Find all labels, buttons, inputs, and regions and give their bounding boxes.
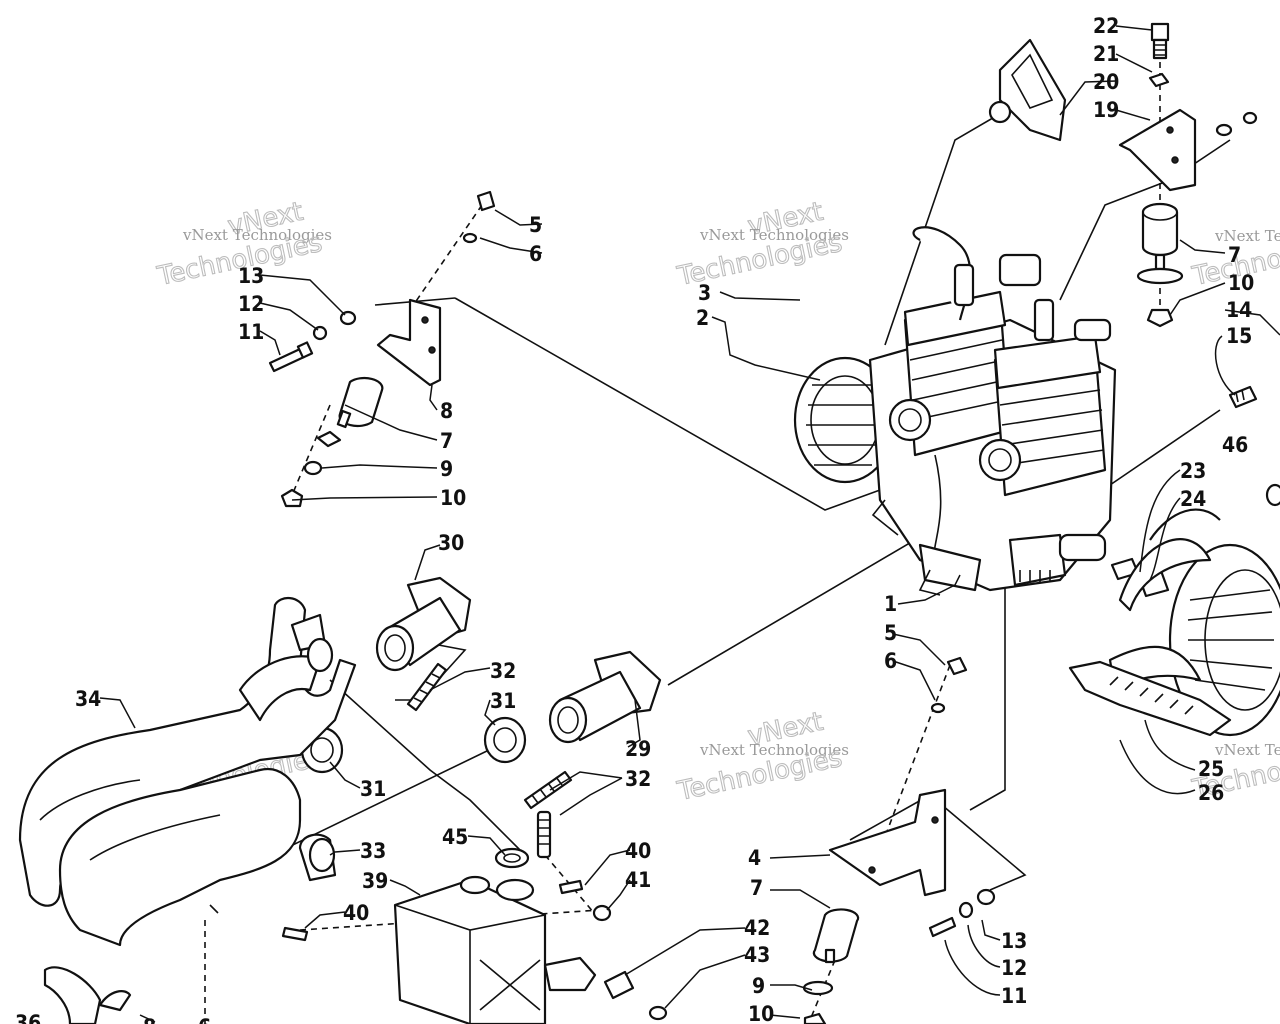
engine-assembly xyxy=(793,226,1117,596)
callout-8: 8 xyxy=(143,1015,156,1024)
bottom-left-parts xyxy=(43,966,132,1024)
callout-33: 33 xyxy=(360,839,386,863)
callout-30: 30 xyxy=(438,531,464,555)
callout-21: 21 xyxy=(1093,42,1119,66)
callout-7: 7 xyxy=(440,429,453,453)
callout-24: 24 xyxy=(1180,487,1206,511)
watermark-small-text: vNext Technologies xyxy=(182,226,332,244)
callout-36: 36 xyxy=(15,1011,41,1024)
callout-6: 6 xyxy=(198,1015,211,1024)
callout-10: 10 xyxy=(748,1002,774,1024)
callout-10: 10 xyxy=(1228,271,1254,295)
callout-43: 43 xyxy=(744,943,770,967)
expansion-chamber xyxy=(18,597,357,947)
callout-26: 26 xyxy=(1198,781,1224,805)
callout-22: 22 xyxy=(1093,14,1119,38)
callout-14: 14 xyxy=(1226,298,1252,322)
callout-12: 12 xyxy=(238,292,264,316)
callout-41: 41 xyxy=(625,868,651,892)
watermark-small-text: vNext Technologies xyxy=(699,226,849,244)
callout-7: 7 xyxy=(750,876,763,900)
callout-19: 19 xyxy=(1093,98,1119,122)
callout-32: 32 xyxy=(625,767,651,791)
callout-23: 23 xyxy=(1180,459,1206,483)
leader-lines xyxy=(99,25,1280,1023)
watermark-small-text: vNext Technologies xyxy=(699,741,849,759)
callout-1: 1 xyxy=(884,592,897,616)
callout-4: 4 xyxy=(748,846,761,870)
callout-34: 34 xyxy=(75,687,101,711)
callout-13: 13 xyxy=(238,264,264,288)
callout-8: 8 xyxy=(440,399,453,423)
callout-39: 39 xyxy=(362,869,388,893)
callout-46: 46 xyxy=(1222,433,1248,457)
right-side-parts xyxy=(1068,385,1280,737)
watermark-small-text: vNext Technologies xyxy=(1214,741,1280,759)
callout-32: 32 xyxy=(490,659,516,683)
oil-tank xyxy=(393,847,597,1024)
assembly-lines xyxy=(209,114,1231,891)
callout-11: 11 xyxy=(238,320,264,344)
top-left-mount xyxy=(268,190,496,508)
callout-12: 12 xyxy=(1001,956,1027,980)
coil-bracket-20 xyxy=(988,38,1067,142)
callout-7: 7 xyxy=(1228,243,1241,267)
callout-11: 11 xyxy=(1001,984,1027,1008)
callout-40: 40 xyxy=(343,901,369,925)
callout-42: 42 xyxy=(744,916,770,940)
callout-25: 25 xyxy=(1198,757,1224,781)
upper-right-mount xyxy=(1118,22,1258,328)
callout-31: 31 xyxy=(490,689,516,713)
callout-3: 3 xyxy=(698,281,711,305)
callout-20: 20 xyxy=(1093,70,1119,94)
callout-31: 31 xyxy=(360,777,386,801)
lower-fasteners xyxy=(281,879,834,1024)
callout-45: 45 xyxy=(442,825,468,849)
callout-6: 6 xyxy=(529,242,542,266)
callout-13: 13 xyxy=(1001,929,1027,953)
callout-5: 5 xyxy=(884,621,897,645)
callout-40: 40 xyxy=(625,839,651,863)
callout-2: 2 xyxy=(696,306,709,330)
callout-9: 9 xyxy=(752,974,765,998)
watermark-small-text: vNext Technologies xyxy=(1214,227,1280,245)
callout-labels: 22 21 20 19 7 10 14 15 46 23 24 25 26 3 … xyxy=(15,14,1254,1024)
callout-29: 29 xyxy=(625,737,651,761)
lower-mount xyxy=(812,656,996,964)
callout-6: 6 xyxy=(884,649,897,673)
callout-15: 15 xyxy=(1226,324,1252,348)
callout-5: 5 xyxy=(529,213,542,237)
callout-9: 9 xyxy=(440,457,453,481)
callout-10: 10 xyxy=(440,486,466,510)
